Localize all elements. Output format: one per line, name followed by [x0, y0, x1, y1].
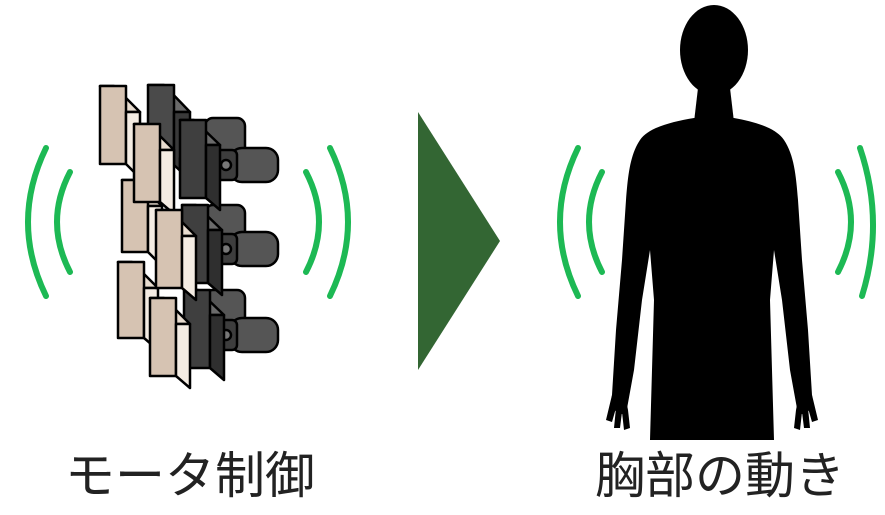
motor-front-plates-col-2 — [132, 122, 198, 390]
right-wave-outer-left — [557, 145, 581, 299]
motor-control-caption: モータ制御 — [65, 447, 315, 505]
left-wave-outer-left — [25, 145, 49, 299]
right-vibration-waves-icon — [557, 145, 877, 299]
right-wave-inner-left — [586, 169, 605, 275]
motor-array-icon — [98, 83, 280, 390]
left-wave-outer-right — [327, 145, 351, 299]
left-wave-inner-left — [54, 169, 73, 275]
right-wave-inner-right — [835, 169, 854, 275]
left-wave-inner-right — [303, 169, 322, 275]
silhouette-head — [680, 5, 748, 95]
right-wave-outer-right — [857, 145, 877, 299]
human-silhouette-icon — [606, 5, 818, 440]
silhouette-right-hand — [794, 395, 818, 430]
play-arrow-icon — [418, 112, 500, 370]
silhouette-neck — [694, 88, 734, 122]
silhouette-left-hand — [606, 395, 630, 430]
silhouette-torso — [611, 118, 813, 440]
chest-movement-caption: 胸部の動き — [595, 447, 845, 505]
left-vibration-waves-icon — [25, 145, 351, 299]
